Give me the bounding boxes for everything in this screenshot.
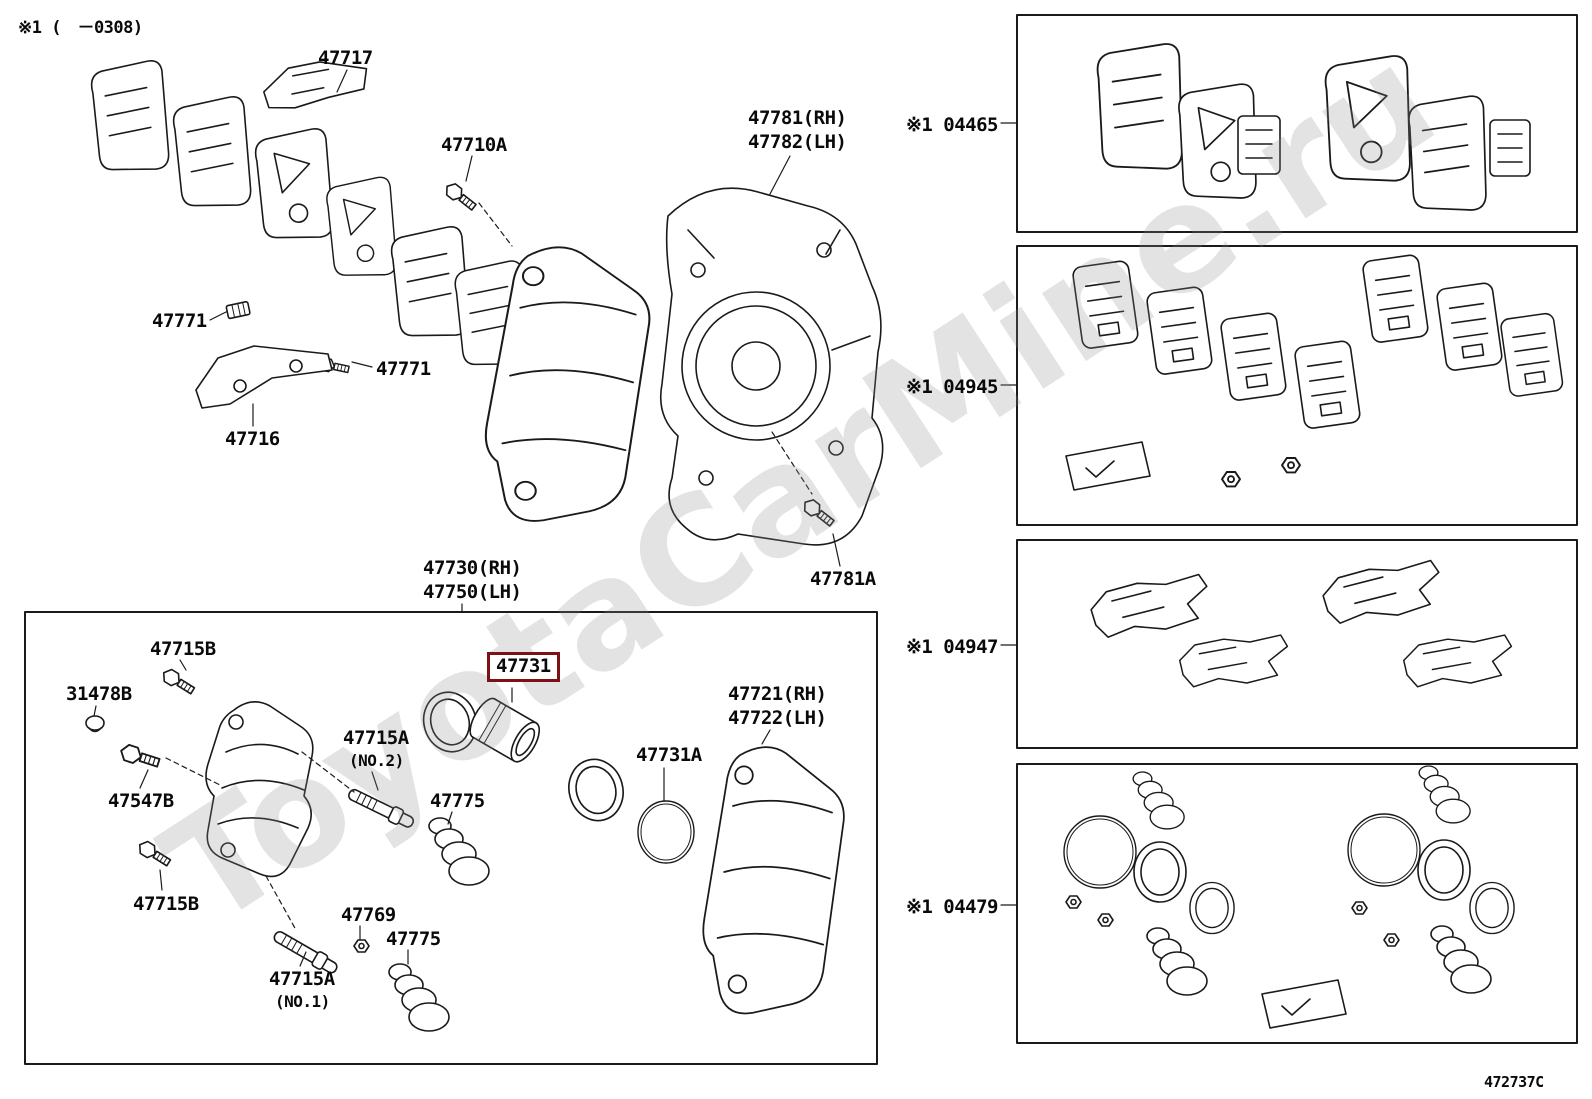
part-label-31478B[interactable]: 31478B: [66, 683, 132, 705]
applicability-note: ※1 ( －0308): [18, 18, 143, 38]
part-label-47730-47750: 47730(RH) 47750(LH): [423, 557, 522, 605]
part-label-47781A[interactable]: 47781A: [810, 568, 876, 590]
kit-04945-art: [1065, 253, 1565, 491]
assembly-dashed-lines: [165, 202, 813, 931]
kit-label-04479[interactable]: ※1 04479: [906, 896, 999, 918]
part-label-47781-47782: 47781(RH) 47782(LH): [748, 107, 847, 155]
part-label-47771-right[interactable]: 47771: [376, 358, 431, 380]
part-label-47715A-no1-number[interactable]: 47715A: [269, 968, 335, 990]
part-label-47771-left[interactable]: 47771: [152, 310, 207, 332]
dust-cover-art: [659, 187, 884, 546]
part-label-47715A-no2-suffix: (NO.2): [349, 750, 404, 770]
part-label-47716[interactable]: 47716: [225, 428, 280, 450]
kit-04947-art: [1087, 556, 1516, 691]
kit-label-04465[interactable]: ※1 04465: [906, 114, 999, 136]
part-label-47710A[interactable]: 47710A: [441, 134, 507, 156]
leader-lines: [93, 69, 1018, 967]
part-label-47721-47722: 47721(RH) 47722(LH): [728, 683, 827, 731]
part-label-47715B-bottom[interactable]: 47715B: [133, 893, 199, 915]
bolt-47710A-art: [441, 179, 479, 214]
mounting-bracket-art: [702, 746, 845, 1015]
part-label-47721[interactable]: 47721(RH): [728, 683, 827, 705]
part-label-47717[interactable]: 47717: [318, 47, 373, 69]
kit-04479-art: [1063, 765, 1515, 1029]
part-label-47722[interactable]: 47722(LH): [728, 706, 827, 729]
part-label-47775-upper[interactable]: 47775: [430, 790, 485, 812]
piston-and-seals-art: [415, 685, 695, 864]
part-label-47715A-no1-suffix: (NO.1): [275, 991, 330, 1011]
kit-box-04947: [1016, 539, 1578, 749]
part-label-47775-lower[interactable]: 47775: [386, 928, 441, 950]
part-label-47731-highlighted[interactable]: 47731: [487, 652, 560, 682]
part-label-47769[interactable]: 47769: [341, 904, 396, 926]
part-label-47715B-top[interactable]: 47715B: [150, 638, 216, 660]
part-label-47782[interactable]: 47782(LH): [748, 130, 847, 153]
brake-pads-stack-art: [88, 57, 533, 409]
part-label-47715A-no2[interactable]: 47715A (NO.2): [343, 727, 409, 771]
kit-label-04945[interactable]: ※1 04945: [906, 376, 999, 398]
part-label-47750[interactable]: 47750(LH): [423, 580, 522, 603]
part-label-47731A[interactable]: 47731A: [636, 744, 702, 766]
diagram-code: 472737C: [1484, 1073, 1544, 1091]
part-label-47715A-no1[interactable]: 47715A (NO.1): [269, 968, 335, 1012]
part-label-47547B[interactable]: 47547B: [108, 790, 174, 812]
kit-04465-art: [1095, 42, 1531, 214]
kit-box-04479: [1016, 763, 1578, 1044]
kit-label-04947[interactable]: ※1 04947: [906, 636, 999, 658]
part-label-47715A-no2-number[interactable]: 47715A: [343, 727, 409, 749]
part-label-47781[interactable]: 47781(RH): [748, 107, 847, 129]
caliper-assembly-box: [24, 611, 878, 1065]
part-label-47730[interactable]: 47730(RH): [423, 557, 522, 579]
